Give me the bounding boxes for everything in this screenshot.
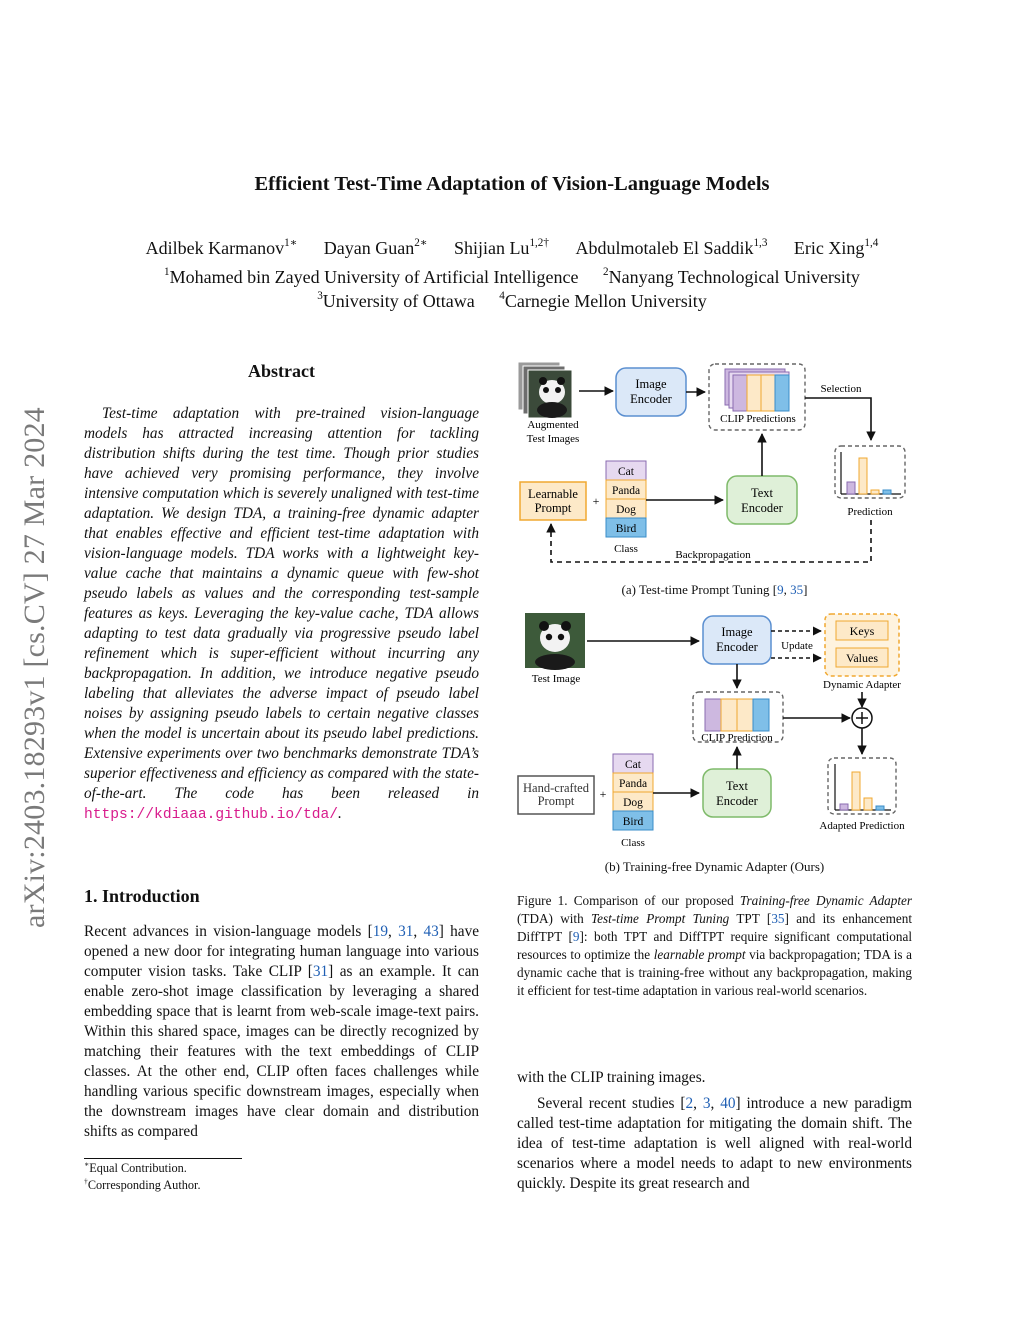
keys-label: Keys	[850, 624, 875, 638]
citation-link[interactable]: 31	[398, 923, 414, 940]
affiliation: 1Mohamed bin Zayed University of Artific…	[164, 266, 579, 287]
citation-link[interactable]: 40	[720, 1095, 736, 1112]
figure-1-diagram: Augmented Test Images Image Encoder CLIP…	[517, 361, 906, 849]
affiliation: 3University of Ottawa	[317, 290, 475, 311]
footnote: †Corresponding Author.	[84, 1176, 201, 1192]
figure-subcaption-a: (a) Test-time Prompt Tuning [9, 35]	[621, 582, 808, 597]
hand-crafted-prompt: Hand-crafted Prompt	[517, 775, 595, 815]
update-label: Update	[781, 640, 813, 652]
svg-text:Hand-crafted: Hand-crafted	[523, 781, 590, 795]
svg-text:CLIP Predictions: CLIP Predictions	[720, 413, 796, 425]
class-list-a: Cat Panda Dog Bird Class	[605, 460, 647, 555]
adapted-prediction-label: Adapted Prediction	[819, 820, 905, 832]
combine-plus-icon	[851, 707, 873, 729]
svg-text:Image: Image	[635, 377, 667, 391]
footnote-divider	[84, 1158, 242, 1159]
svg-text:Learnable: Learnable	[528, 487, 578, 501]
citation-link[interactable]: 31	[312, 963, 329, 980]
svg-text:Panda: Panda	[612, 485, 640, 497]
paper-title: Efficient Test-Time Adaptation of Vision…	[254, 173, 770, 195]
author: Eric Xing1,4	[793, 237, 879, 258]
image-encoder-a: Image Encoder	[615, 367, 687, 417]
prediction-chart-a: Prediction	[834, 445, 906, 518]
dynamic-adapter-label: Dynamic Adapter	[823, 679, 901, 691]
svg-text:Class: Class	[621, 837, 645, 849]
svg-text:Text: Text	[726, 779, 749, 793]
figure-caption: Figure 1. Comparison of our proposed Tra…	[517, 893, 913, 998]
affiliations-line-1: 1Mohamed bin Zayed University of Artific…	[0, 267, 1024, 288]
svg-text:Prompt: Prompt	[538, 794, 575, 808]
plus-sign: +	[600, 787, 607, 801]
author: Abdulmotaleb El Saddik1,3	[575, 237, 768, 258]
selection-label: Selection	[821, 383, 862, 395]
affiliation: 2Nanyang Technological University	[603, 266, 860, 287]
svg-text:Cat: Cat	[618, 466, 635, 478]
right-column-paragraph: Several recent studies [2, 3, 40] introd…	[517, 1095, 912, 1192]
author: Adilbek Karmanov1∗	[145, 237, 298, 258]
values-label: Values	[846, 651, 878, 665]
citation-link[interactable]: 35	[771, 911, 785, 926]
svg-text:CLIP Prediction: CLIP Prediction	[701, 732, 773, 744]
svg-text:Encoder: Encoder	[716, 640, 758, 654]
clip-prediction-b: CLIP Prediction	[692, 691, 784, 744]
svg-text:Panda: Panda	[619, 778, 647, 790]
citation-link[interactable]: 35	[790, 582, 804, 597]
right-column-line: with the CLIP training images.	[517, 1069, 706, 1086]
text-encoder-a: Text Encoder	[726, 475, 798, 525]
text-encoder-b: Text Encoder	[702, 768, 772, 818]
svg-text:Image: Image	[721, 625, 753, 639]
prediction-label: Prediction	[847, 506, 893, 518]
adapted-prediction-chart: Adapted Prediction	[819, 757, 905, 832]
citation-link[interactable]: 9	[572, 929, 580, 944]
abstract-body: Test-time adaptation with pre-trained vi…	[84, 405, 479, 823]
author-list: Adilbek Karmanov1∗ Dayan Guan2∗ Shijian …	[0, 238, 1024, 259]
author: Dayan Guan2∗	[323, 237, 428, 258]
svg-text:Encoder: Encoder	[630, 392, 672, 406]
svg-text:Text: Text	[751, 486, 774, 500]
svg-text:Encoder: Encoder	[716, 794, 758, 808]
abstract-heading: Abstract	[248, 361, 315, 381]
backpropagation-label: Backpropagation	[675, 549, 751, 561]
affiliation: 4Carnegie Mellon University	[499, 290, 707, 311]
test-image	[525, 613, 585, 670]
svg-text:Encoder: Encoder	[741, 501, 783, 515]
footnote: ∗Equal Contribution.	[84, 1159, 187, 1175]
augmented-images	[517, 361, 573, 419]
arxiv-identifier: arXiv:2403.18293v1 [cs.CV] 27 Mar 2024	[18, 407, 51, 928]
svg-text:Bird: Bird	[623, 816, 644, 828]
clip-predictions-a: CLIP Predictions	[708, 363, 806, 431]
class-list-b: Cat Panda Dog Bird Class	[612, 753, 654, 849]
intro-paragraph: Recent advances in vision-language model…	[84, 923, 480, 1140]
plus-sign: +	[593, 494, 600, 508]
svg-text:Class: Class	[614, 543, 638, 555]
affiliations-line-2: 3University of Ottawa 4Carnegie Mellon U…	[0, 291, 1024, 312]
citation-link[interactable]: 9	[777, 582, 784, 597]
test-images-label: Test Images	[527, 433, 580, 445]
author: Shijian Lu1,2†	[453, 237, 549, 258]
code-link[interactable]: https://kdiaaa.github.io/tda/	[84, 807, 338, 823]
svg-text:Cat: Cat	[625, 759, 642, 771]
section-heading: 1. Introduction	[84, 886, 200, 906]
citation-link[interactable]: 3	[702, 1095, 711, 1112]
augmented-label: Augmented	[527, 419, 579, 431]
svg-text:Bird: Bird	[616, 523, 637, 535]
citation-link[interactable]: 2	[685, 1095, 694, 1112]
test-image-label: Test Image	[532, 673, 581, 685]
svg-text:Dog: Dog	[623, 797, 643, 809]
dynamic-adapter: Keys Values Dynamic Adapter	[823, 613, 901, 691]
svg-text:Dog: Dog	[616, 504, 636, 516]
citation-link[interactable]: 43	[423, 923, 439, 940]
figure-subcaption-b: (b) Training-free Dynamic Adapter (Ours)	[604, 859, 825, 874]
learnable-prompt: Learnable Prompt	[519, 481, 587, 521]
citation-link[interactable]: 19	[372, 923, 388, 940]
image-encoder-b: Image Encoder	[702, 615, 772, 665]
svg-text:Prompt: Prompt	[535, 501, 572, 515]
